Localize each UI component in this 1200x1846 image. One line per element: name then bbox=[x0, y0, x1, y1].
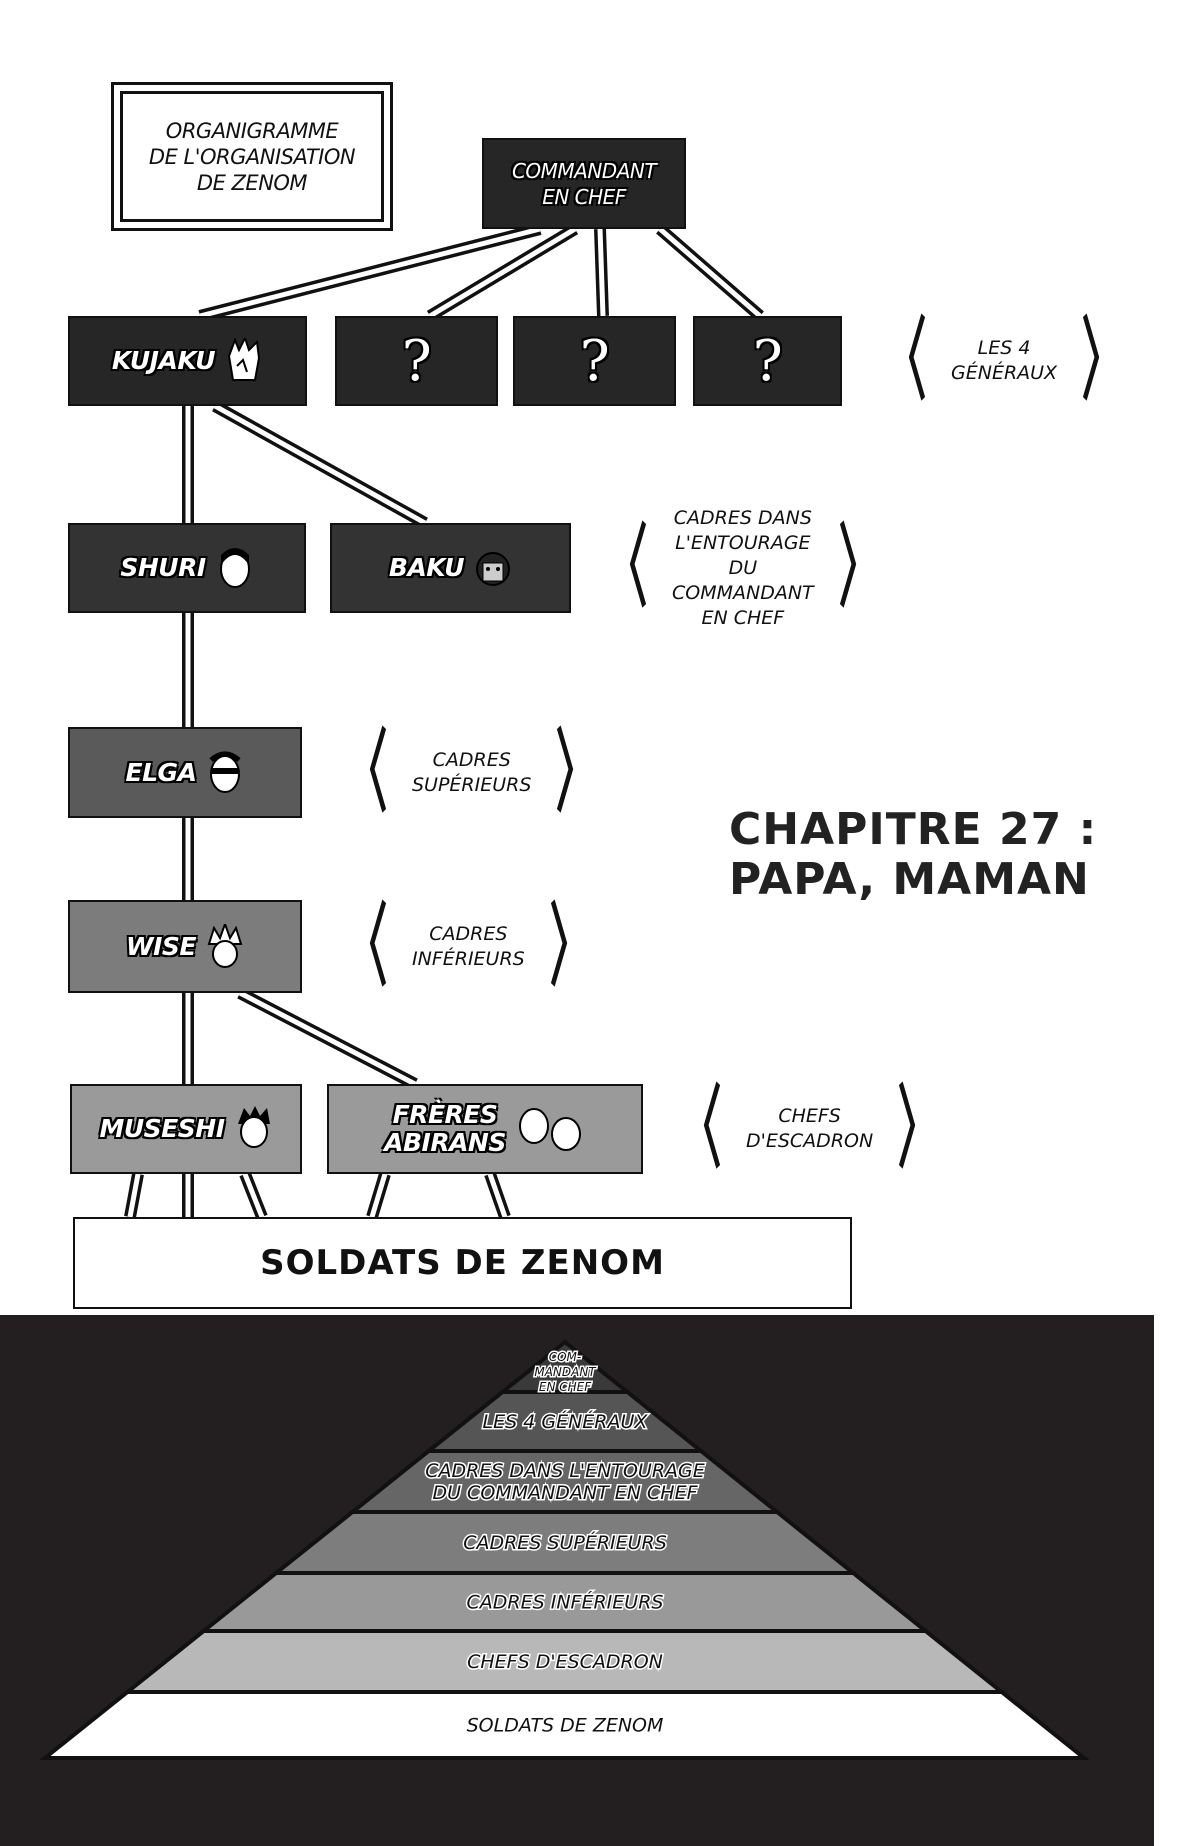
chart-title: ORGANIGRAMME DE L'ORGANISATION DE ZENOM bbox=[120, 91, 384, 222]
node-label: BAKU bbox=[388, 553, 465, 582]
bracket-right-icon: 〉 bbox=[556, 719, 597, 825]
node-elga: ELGA bbox=[68, 727, 302, 818]
level-label-entourage: 〈 CADRES DANS L'ENTOURAGE DU COMMANDANT … bbox=[582, 507, 879, 629]
node-museshi: MUSESHI bbox=[70, 1084, 302, 1174]
bracket-left-icon: 〈 bbox=[606, 515, 648, 620]
node-label: COMMANDANT EN CHEF bbox=[511, 158, 657, 209]
level-label-text: CADRES DANS L'ENTOURAGE DU COMMANDANT EN… bbox=[672, 506, 814, 629]
wise-face-icon bbox=[207, 923, 243, 968]
pyramid-level bbox=[39, 1690, 1090, 1760]
shuri-face-icon bbox=[219, 548, 250, 588]
bracket-left-icon: 〈 bbox=[346, 719, 388, 825]
bracket-left-icon: 〈 bbox=[885, 308, 927, 413]
pyramid-level-label: SOLDATS DE ZENOM bbox=[467, 1715, 664, 1737]
bracket-right-icon: 〉 bbox=[838, 515, 879, 620]
node-label: ? bbox=[401, 328, 432, 394]
abirans-faces-icon bbox=[518, 1108, 581, 1151]
node-label: ? bbox=[752, 328, 783, 394]
node-label: ELGA bbox=[125, 757, 197, 787]
connector-line bbox=[369, 1173, 388, 1218]
node-kujaku: KUJAKU bbox=[68, 316, 307, 406]
connector-line bbox=[213, 403, 427, 526]
bracket-left-icon: 〈 bbox=[680, 1076, 722, 1181]
node-soldats: SOLDATS DE ZENOM bbox=[73, 1217, 852, 1309]
connector-line bbox=[238, 990, 417, 1087]
connector-line bbox=[242, 1173, 265, 1218]
bracket-right-icon: 〉 bbox=[1081, 308, 1123, 413]
connector-line bbox=[428, 226, 577, 319]
pyramid-level-label: LES 4 GÉNÉRAUX bbox=[483, 1410, 649, 1433]
node-freres-abirans: FRÈRES ABIRANS bbox=[327, 1084, 643, 1174]
node-unknown-general: ? bbox=[513, 316, 676, 406]
chart-title-box: ORGANIGRAMME DE L'ORGANISATION DE ZENOM bbox=[111, 82, 393, 231]
elga-face-icon bbox=[209, 751, 242, 793]
pyramid-level-label: CADRES SUPÉRIEURS bbox=[463, 1531, 667, 1554]
node-commandant-en-chef: COMMANDANT EN CHEF bbox=[482, 138, 686, 229]
node-label: MUSESHI bbox=[99, 1114, 226, 1143]
node-label: FRÈRES ABIRANS bbox=[384, 1100, 506, 1157]
node-baku: BAKU bbox=[330, 523, 571, 613]
node-unknown-general: ? bbox=[693, 316, 842, 406]
kujaku-face-icon bbox=[228, 338, 261, 381]
bracket-left-icon: 〈 bbox=[346, 893, 388, 999]
node-label: KUJAKU bbox=[111, 346, 216, 375]
connector-line bbox=[597, 228, 606, 317]
connector-line bbox=[487, 1173, 508, 1218]
node-shuri: SHURI bbox=[68, 523, 306, 613]
level-label-text: LES 4 GÉNÉRAUX bbox=[951, 337, 1058, 384]
connector-line bbox=[127, 1173, 141, 1218]
node-label: SHURI bbox=[120, 553, 206, 582]
chapter-title: CHAPITRE 27 : PAPA, MAMAN bbox=[729, 804, 1098, 905]
level-label-escadron: 〈 CHEFS D'ESCADRON 〉 bbox=[656, 1076, 939, 1181]
museshi-face-icon bbox=[237, 1106, 270, 1148]
level-label-text: CADRES SUPÉRIEURS bbox=[412, 748, 532, 796]
node-label: ? bbox=[579, 328, 610, 394]
baku-face-icon bbox=[476, 552, 511, 586]
level-label-text: CHEFS D'ESCADRON bbox=[746, 1105, 874, 1152]
bracket-right-icon: 〉 bbox=[897, 1076, 939, 1181]
connector-line bbox=[658, 227, 762, 318]
connector-line bbox=[199, 226, 541, 319]
bracket-right-icon: 〉 bbox=[549, 893, 590, 999]
level-label-generaux: 〈 LES 4 GÉNÉRAUX 〉 bbox=[861, 316, 1134, 406]
node-label: WISE bbox=[126, 931, 196, 961]
level-label-superieurs: 〈 CADRES SUPÉRIEURS 〉 bbox=[322, 719, 597, 825]
pyramid-level-label: CADRES INFÉRIEURS bbox=[467, 1591, 664, 1614]
pyramid-level-label: CHEFS D'ESCADRON bbox=[467, 1651, 663, 1673]
level-label-inferieurs: 〈 CADRES INFÉRIEURS 〉 bbox=[322, 900, 590, 993]
node-unknown-general: ? bbox=[335, 316, 498, 406]
level-label-text: CADRES INFÉRIEURS bbox=[412, 922, 525, 970]
node-wise: WISE bbox=[68, 900, 302, 993]
